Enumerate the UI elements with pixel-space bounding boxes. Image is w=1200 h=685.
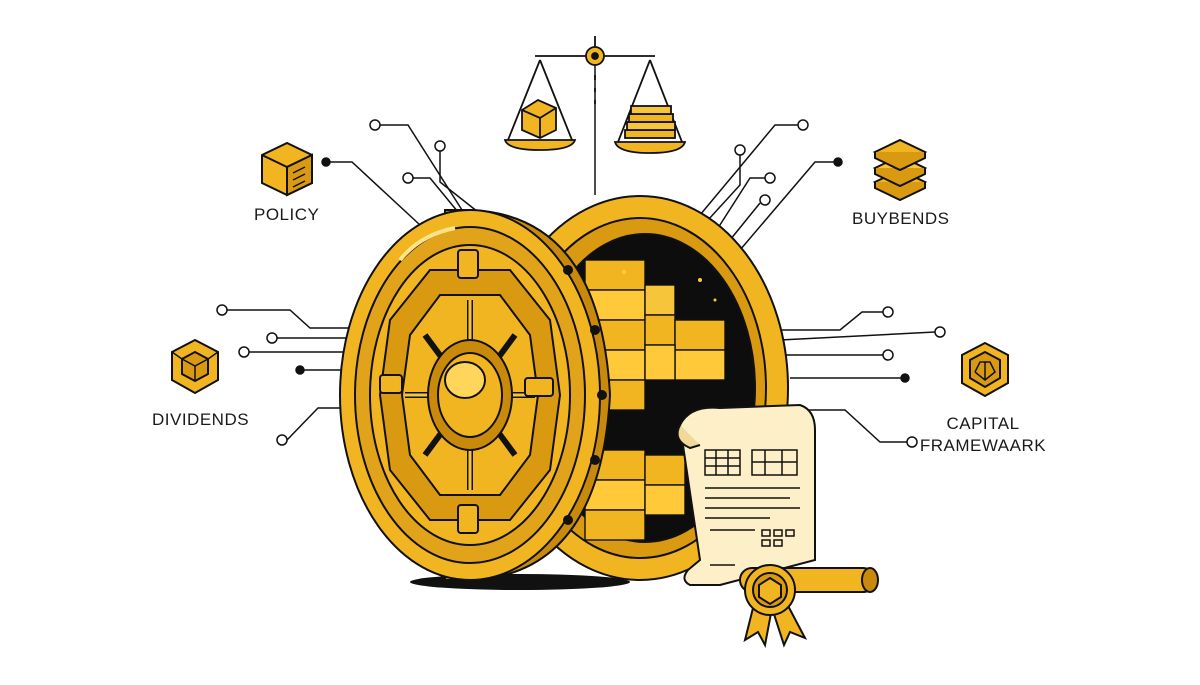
cube-icon bbox=[171, 338, 219, 395]
label-dividends: DIVIDENDS bbox=[152, 410, 250, 429]
stacked-layers-icon bbox=[872, 138, 928, 202]
label-capital-framework: CAPITAL FRAMEWAARK bbox=[918, 413, 1048, 457]
bank-vault-icon bbox=[339, 209, 612, 581]
document-box-icon bbox=[261, 141, 313, 197]
label-buybends: BUYBENDS bbox=[852, 209, 950, 228]
balance-scale-icon bbox=[503, 36, 687, 154]
scroll-certificate-icon bbox=[676, 403, 879, 648]
hexagon-framework-icon bbox=[961, 341, 1009, 398]
seal-icon bbox=[743, 564, 808, 648]
connector-lines bbox=[216, 62, 946, 448]
label-capital-line1: CAPITAL bbox=[946, 414, 1020, 433]
label-capital-line2: FRAMEWAARK bbox=[919, 436, 1047, 455]
label-policy: POLICY bbox=[254, 205, 320, 224]
